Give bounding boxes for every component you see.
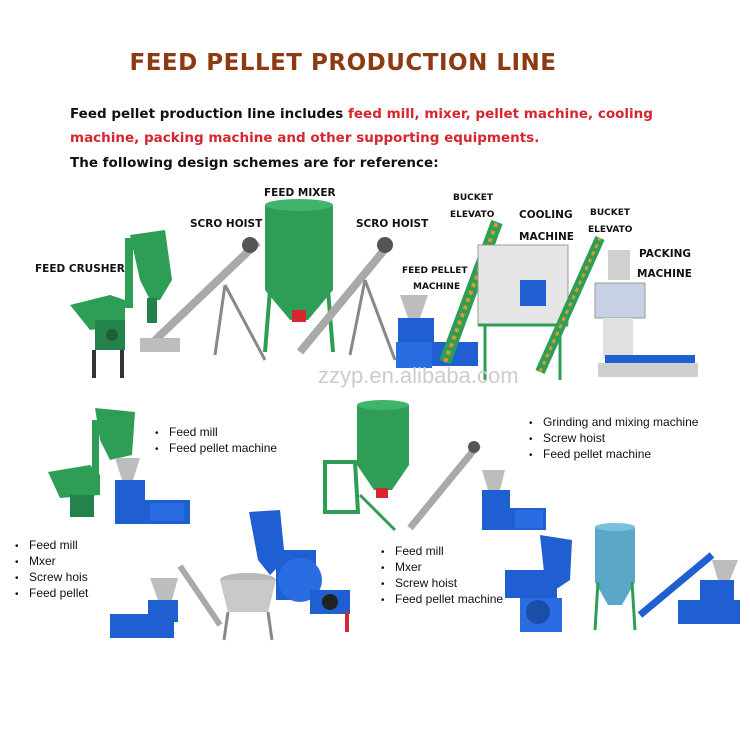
label-bucket-elevator-2b: ELEVATO: [588, 225, 633, 235]
list-item: Mxer: [15, 554, 88, 570]
label-packing-machine-1: PACKING: [639, 248, 692, 260]
intro-line-1: Feed pellet production line includes fee…: [70, 102, 653, 126]
screw-hoist-1-illustration: [140, 237, 267, 361]
intro-highlight: machine, packing machine and other suppo…: [70, 130, 540, 146]
list-item: Screw hoist: [381, 576, 503, 592]
list-item: Feed pellet: [15, 586, 88, 602]
feed-crusher-illustration: [70, 230, 172, 378]
scheme-4-list: Feed mill Mxer Screw hoist Feed pellet m…: [381, 544, 503, 608]
page-title: FEED PELLET PRODUCTION LINE: [129, 50, 557, 76]
scheme-3-list: Feed mill Mxer Screw hois Feed pellet: [15, 538, 88, 602]
scheme-4-illustration: [505, 523, 740, 632]
label-feed-pellet-machine-2: MACHINE: [413, 282, 461, 292]
cooling-machine-illustration: [477, 244, 569, 380]
list-item: Feed pellet machine: [529, 447, 698, 463]
scheme-2-list: Grinding and mixing machine Screw hoist …: [529, 415, 698, 463]
screw-hoist-2-illustration: [296, 237, 397, 361]
label-bucket-elevator-2a: BUCKET: [590, 208, 631, 218]
list-item: Feed mill: [155, 425, 277, 441]
label-feed-crusher: FEED CRUSHER: [35, 263, 125, 275]
scheme-1-illustration: [48, 408, 190, 524]
scheme-3-illustration: [110, 510, 350, 641]
list-item: Screw hois: [15, 570, 88, 586]
label-bucket-elevator-1b: ELEVATO: [450, 210, 495, 220]
label-cooling-machine-1: COOLING: [519, 209, 573, 221]
packing-machine-illustration: [594, 250, 698, 377]
intro-line-2: machine, packing machine and other suppo…: [70, 126, 539, 150]
label-feed-pellet-machine-1: FEED PELLET: [402, 266, 468, 276]
bucket-elevator-2-illustration: [535, 235, 605, 375]
label-scro-hoist-1: SCRO HOIST: [190, 218, 263, 230]
list-item: Screw hoist: [529, 431, 698, 447]
list-item: Feed pellet machine: [381, 592, 503, 608]
intro-highlight: feed mill, mixer, pellet machine, coolin…: [348, 106, 653, 122]
scheme-2-illustration: [323, 400, 546, 532]
feed-mixer-illustration: [263, 199, 335, 353]
intro-line-3: The following design schemes are for ref…: [70, 155, 439, 171]
label-cooling-machine-2: MACHINE: [519, 231, 574, 243]
label-feed-mixer: FEED MIXER: [264, 187, 336, 199]
label-packing-machine-2: MACHINE: [637, 268, 692, 280]
intro-text: Feed pellet production line includes: [70, 106, 349, 122]
label-bucket-elevator-1a: BUCKET: [453, 193, 494, 203]
list-item: Feed mill: [15, 538, 88, 554]
list-item: Feed mill: [381, 544, 503, 560]
list-item: Mxer: [381, 560, 503, 576]
list-item: Grinding and mixing machine: [529, 415, 698, 431]
list-item: Feed pellet machine: [155, 441, 277, 457]
scheme-1-list: Feed mill Feed pellet machine: [155, 425, 277, 457]
watermark: zzyp.en.alibaba.com: [318, 363, 519, 388]
label-scro-hoist-2: SCRO HOIST: [356, 218, 429, 230]
